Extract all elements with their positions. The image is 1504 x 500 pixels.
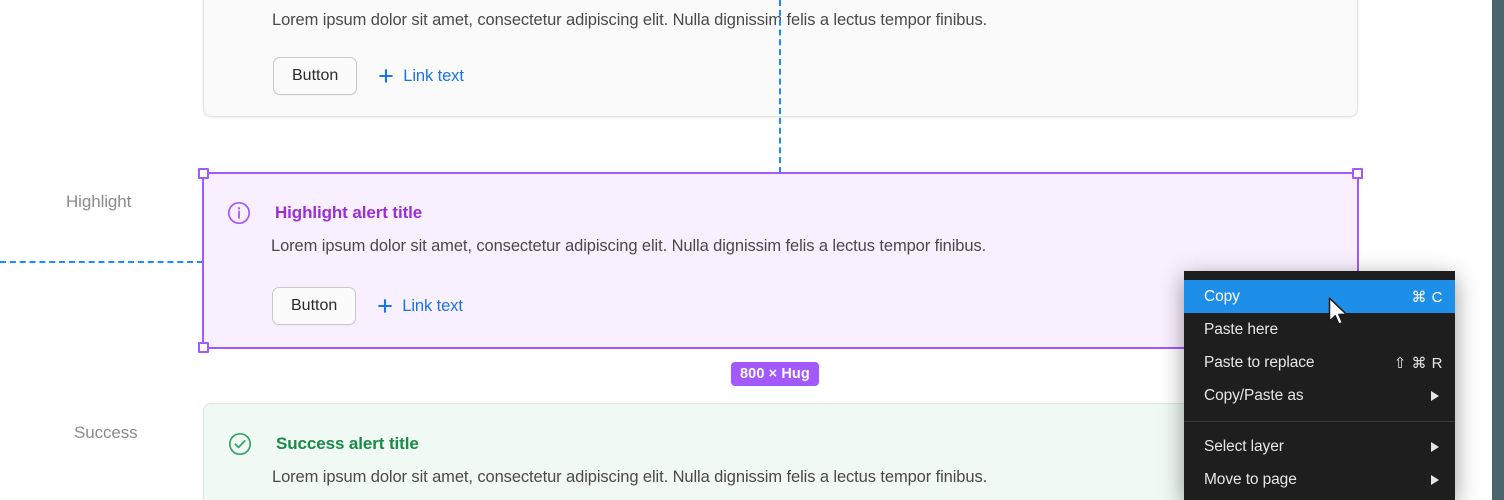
menu-item-label: Paste here xyxy=(1204,320,1278,338)
alert-card-success[interactable]: Success alert title Lorem ipsum dolor si… xyxy=(203,403,1358,500)
add-link[interactable]: Link text xyxy=(377,297,463,316)
menu-item-select-layer[interactable]: Select layer xyxy=(1184,430,1455,463)
menu-item-move-to-page[interactable]: Move to page xyxy=(1184,463,1455,496)
check-circle-icon xyxy=(228,432,252,456)
plus-icon xyxy=(379,69,394,83)
smart-guide-horizontal xyxy=(0,261,203,263)
menu-item-copy-paste-as[interactable]: Copy/Paste as xyxy=(1184,379,1455,412)
button[interactable]: Button xyxy=(273,57,358,95)
alert-body-text: Lorem ipsum dolor sit amet, consectetur … xyxy=(271,237,987,255)
smart-guide-vertical xyxy=(779,0,781,173)
submenu-arrow-icon xyxy=(1431,390,1439,401)
alert-actions: Button Link text xyxy=(273,57,464,95)
menu-item-label: Move to page xyxy=(1204,470,1297,488)
alert-actions: Button Link text xyxy=(272,287,463,325)
menu-separator xyxy=(1184,421,1455,422)
alert-title: Success alert title xyxy=(276,434,419,453)
mouse-cursor xyxy=(1328,297,1348,325)
alert-body-text: Lorem ipsum dolor sit amet, consectetur … xyxy=(272,468,988,486)
menu-item-label: Paste to replace xyxy=(1204,353,1315,371)
menu-item-label: Copy xyxy=(1204,287,1240,305)
submenu-arrow-icon xyxy=(1431,441,1439,452)
menu-item-label: Copy/Paste as xyxy=(1204,386,1304,404)
alert-header: Success alert title xyxy=(228,432,419,456)
right-edge-panel xyxy=(1492,0,1504,500)
plus-icon xyxy=(378,299,393,313)
submenu-arrow-icon xyxy=(1431,474,1439,485)
row-label-highlight: Highlight xyxy=(66,192,132,211)
button[interactable]: Button xyxy=(272,287,357,325)
alert-card-highlight[interactable]: Highlight alert title Lorem ipsum dolor … xyxy=(203,173,1358,348)
menu-item-shortcut: ⇧ ⌘ R xyxy=(1393,354,1443,372)
alert-title: Highlight alert title xyxy=(275,203,423,222)
menu-item-paste-here[interactable]: Paste here xyxy=(1184,313,1455,346)
info-circle-icon xyxy=(227,201,251,225)
row-label-success: Success xyxy=(74,423,138,442)
alert-body-text: Lorem ipsum dolor sit amet, consectetur … xyxy=(272,11,988,29)
menu-item-paste-to-replace[interactable]: Paste to replace ⇧ ⌘ R xyxy=(1184,346,1455,379)
menu-item-label: Select layer xyxy=(1204,437,1284,455)
link-text: Link text xyxy=(402,296,463,315)
add-link[interactable]: Link text xyxy=(378,67,464,86)
size-badge: 800 × Hug xyxy=(731,362,819,386)
link-text: Link text xyxy=(403,66,464,85)
menu-item-shortcut: ⌘ C xyxy=(1411,288,1443,306)
alert-header: Highlight alert title xyxy=(227,201,422,225)
menu-item-copy[interactable]: Copy ⌘ C xyxy=(1184,280,1455,313)
